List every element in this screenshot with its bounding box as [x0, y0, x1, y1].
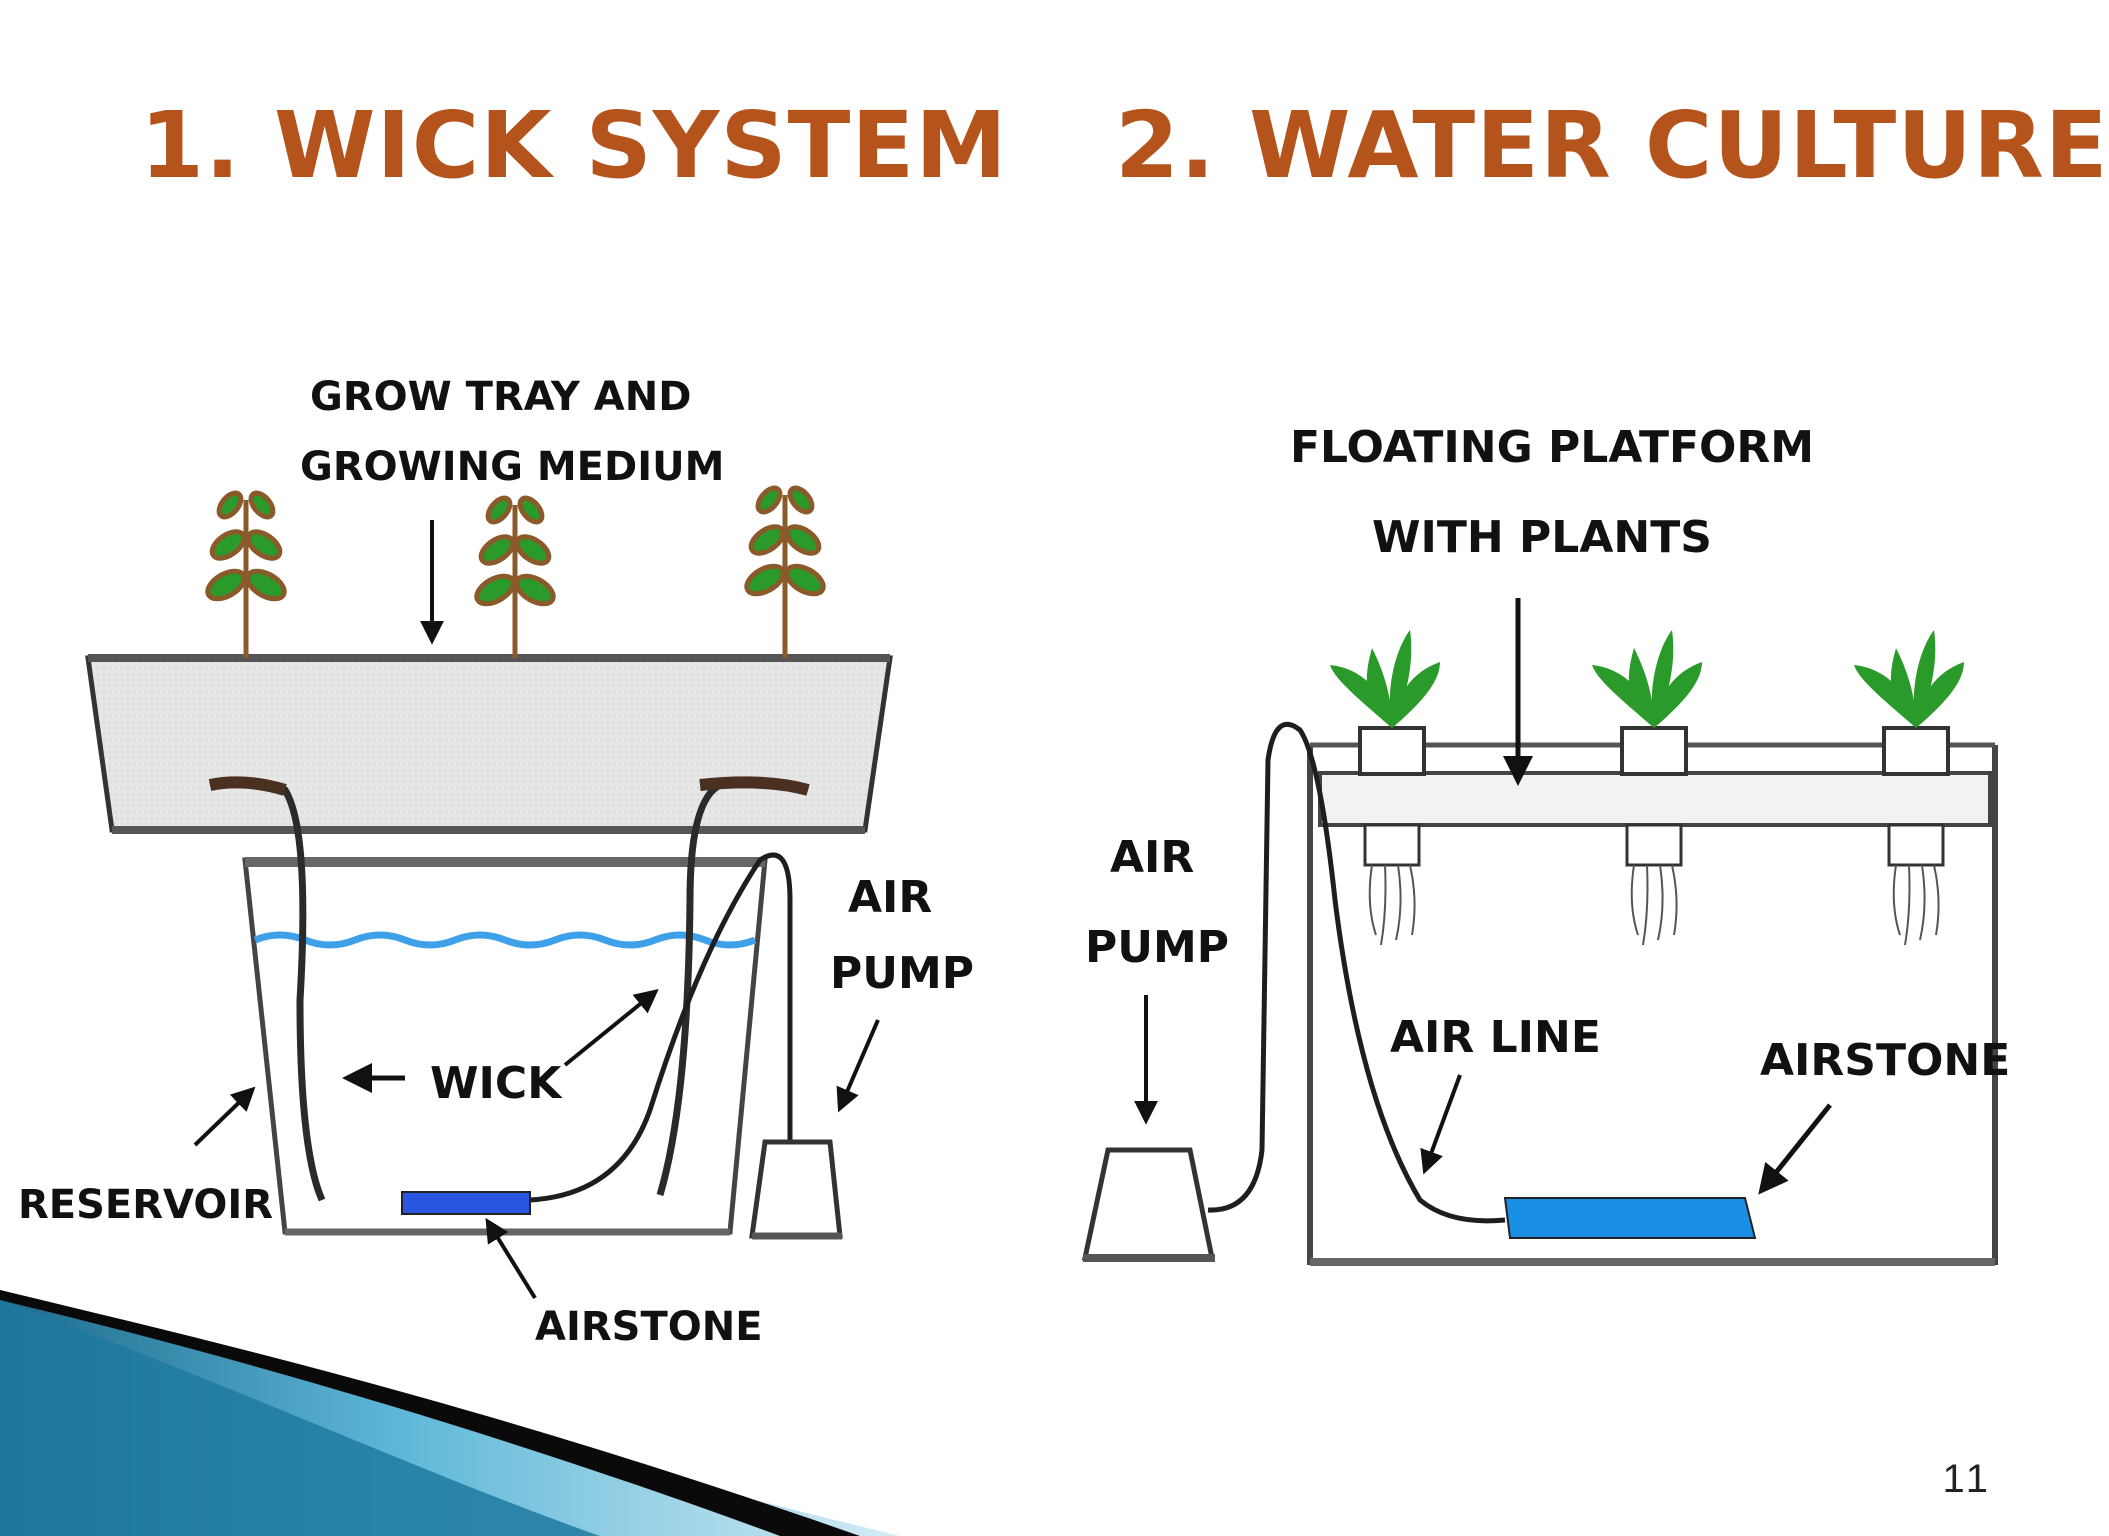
label-grow-tray-line2: GROWING MEDIUM — [300, 444, 724, 490]
arrow-icon — [563, 988, 659, 1067]
arrow-icon — [1420, 1074, 1462, 1175]
wick-system-diagram: GROW TRAY AND GROWING MEDIUM AIR PUMP WI… — [18, 374, 974, 1350]
net-pot — [1358, 726, 1426, 946]
label-airstone-wick: AIRSTONE — [535, 1304, 763, 1350]
air-line — [1207, 721, 1506, 1224]
plant-icon — [205, 490, 287, 658]
net-pot — [1620, 726, 1688, 946]
floating-platform — [1318, 771, 1992, 827]
decorative-swoosh — [0, 1290, 900, 1536]
arrow-icon — [836, 1019, 880, 1113]
plant-icon — [744, 485, 826, 658]
label-air-pump-line2: PUMP — [830, 948, 974, 999]
label-grow-tray-line1: GROW TRAY AND — [310, 374, 691, 420]
title-water-culture: 2. WATER CULTURE — [1115, 92, 2109, 199]
air-line — [529, 852, 793, 1203]
grow-tray — [85, 655, 893, 833]
airstone — [1503, 1197, 1757, 1239]
label-air-line: AIR LINE — [1390, 1012, 1601, 1063]
plant-icon — [1330, 630, 1440, 728]
plant-icon — [474, 495, 556, 658]
plant-icon — [1854, 630, 1964, 728]
label-air-pump-line2: PUMP — [1085, 922, 1229, 973]
hydroponics-diagram: GROW TRAY AND GROWING MEDIUM AIR PUMP WI… — [0, 374, 2010, 1536]
plant-icon — [1592, 630, 1702, 728]
label-air-pump-line1: AIR — [1110, 832, 1194, 883]
air-pump — [1081, 1147, 1216, 1261]
label-air-pump-line1: AIR — [848, 872, 932, 923]
page-number: 11 — [1942, 1457, 1992, 1501]
label-wick: WICK — [430, 1058, 563, 1109]
air-pump — [749, 1139, 843, 1239]
arrow-icon — [193, 1086, 256, 1147]
label-reservoir: RESERVOIR — [18, 1182, 273, 1228]
water-culture-diagram: FLOATING PLATFORM WITH PLANTS AIR PUMP A… — [1081, 422, 2010, 1266]
net-pot — [1882, 726, 1950, 946]
label-floating-platform-line1: FLOATING PLATFORM — [1290, 422, 1814, 473]
water-surface — [253, 931, 757, 949]
arrow-icon — [485, 1217, 537, 1300]
airstone — [401, 1191, 531, 1215]
label-floating-platform-line2: WITH PLANTS — [1372, 512, 1712, 563]
arrow-icon — [1758, 1103, 1832, 1195]
title-wick-system: 1. WICK SYSTEM — [140, 92, 1008, 199]
label-airstone-wc: AIRSTONE — [1760, 1035, 2010, 1086]
